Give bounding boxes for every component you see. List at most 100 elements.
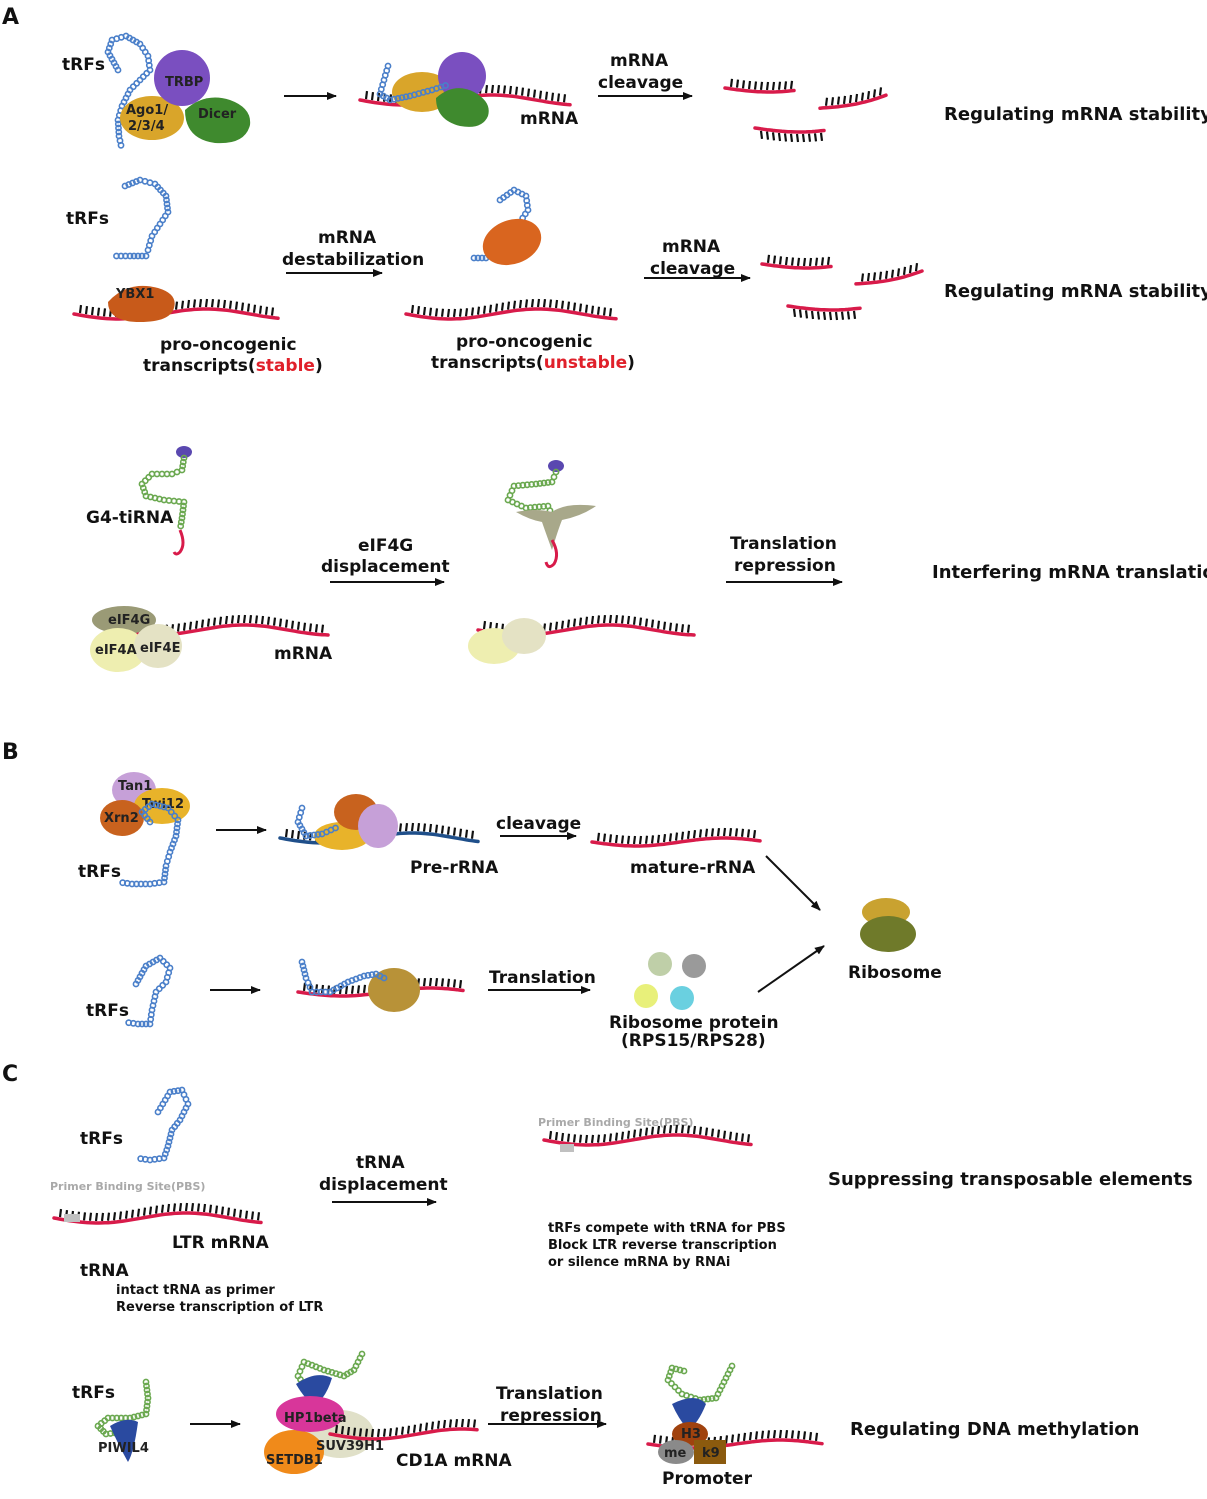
eif4g-label: eIF4G xyxy=(108,613,150,628)
trna-note-2: Reverse transcription of LTR xyxy=(116,1300,323,1315)
stable-line2: transcripts(stable) xyxy=(143,356,323,376)
mrna-label-a1: mRNA xyxy=(520,109,579,129)
trf-strand-a1-bound xyxy=(376,62,449,104)
ago-protein xyxy=(120,96,184,140)
trbp-label: TRBP xyxy=(165,75,203,90)
piwil4-promoter xyxy=(672,1398,706,1430)
ybx1-protein xyxy=(108,285,175,322)
step-a3-1-line1: eIF4G xyxy=(358,536,413,556)
step-c2-line2: repression xyxy=(500,1406,602,1426)
dicer-label: Dicer xyxy=(198,107,237,122)
ribosome-protein-line1: Ribosome protein xyxy=(609,1013,779,1033)
trfs-label-c2: tRFs xyxy=(72,1383,115,1403)
g4-cap-2 xyxy=(548,460,564,472)
step-a2-2-line2: cleavage xyxy=(650,259,735,279)
ago-label: Ago1/ xyxy=(126,103,168,118)
ribosome-large xyxy=(860,916,916,952)
ribosome-label: Ribosome xyxy=(848,963,942,983)
eif4e-label: eIF4E xyxy=(140,641,180,656)
eif4e-protein-2 xyxy=(502,618,546,654)
panel-a-label: A xyxy=(2,5,19,30)
mrna-fragment-a1-1 xyxy=(723,78,796,94)
ribosome-protein-sphere-1 xyxy=(648,952,672,976)
pro-oncogenic-mrna-unstable xyxy=(404,298,618,321)
mrna-label-a3: mRNA xyxy=(274,644,333,664)
tan1-label: Tan1 xyxy=(118,779,152,794)
outcome-a2: Regulating mRNA stability xyxy=(944,281,1207,302)
trf-strand-b2 xyxy=(125,954,174,1028)
eif4g-protein xyxy=(92,606,156,634)
mrna-fragment-a2-1 xyxy=(760,254,833,270)
piwil4-bound xyxy=(296,1375,332,1406)
step-a1-line1: mRNA xyxy=(610,51,669,71)
unstable-line1: pro-oncogenic xyxy=(456,332,593,352)
suv39h1-label: SUV39H1 xyxy=(316,1439,384,1454)
trf-strand-b1-bound xyxy=(294,804,339,840)
step-c1-line2: displacement xyxy=(319,1175,448,1195)
mrna-fragment-a1-3 xyxy=(753,126,826,143)
piwil4-protein xyxy=(110,1419,138,1462)
trf-strand-c2-bound xyxy=(294,1350,366,1390)
trfs-label-b2: tRFs xyxy=(86,1001,129,1021)
ribosome-protein-sphere-2 xyxy=(682,954,706,978)
trf-strand-a1 xyxy=(104,32,154,149)
hp1beta-protein xyxy=(276,1396,344,1432)
pbs-site-right xyxy=(560,1144,574,1152)
pbs-label-right: Primer Binding Site(PBS) xyxy=(538,1116,693,1129)
panel-c-label: C xyxy=(2,1062,18,1087)
eif4g-displaced xyxy=(516,504,596,550)
piwil4-label: PIWIL4 xyxy=(98,1441,149,1456)
ribosome-bound xyxy=(368,968,420,1012)
trna-label: tRNA xyxy=(80,1261,129,1281)
g4-red-tail-2 xyxy=(544,539,559,569)
unstable-line2: transcripts(unstable) xyxy=(431,353,635,373)
trf-strand-b1 xyxy=(119,800,182,888)
ltr-mrna-strand-blocked xyxy=(542,1124,753,1147)
setdb1-protein xyxy=(264,1430,324,1474)
step-a2-1-line1: mRNA xyxy=(318,228,377,248)
tan1-bound xyxy=(358,804,398,848)
step-a1-line2: cleavage xyxy=(598,73,683,93)
mrna-fragment-a1-2 xyxy=(818,87,888,110)
trfs-label-c1: tRFs xyxy=(80,1129,123,1149)
trf-strand-c2-promoter xyxy=(664,1362,736,1404)
trbp-protein xyxy=(154,50,210,106)
trna-note-1: intact tRNA as primer xyxy=(116,1283,275,1298)
ribosome-protein-line2: (RPS15/RPS28) xyxy=(621,1031,766,1051)
pbs-site-left xyxy=(64,1214,80,1222)
ltr-mrna-label: LTR mRNA xyxy=(172,1233,270,1253)
g4-red-tail xyxy=(172,529,185,556)
trf-strand-b2-bound xyxy=(298,958,388,996)
k9-residue xyxy=(694,1440,726,1464)
dicer-protein-2 xyxy=(436,88,489,127)
hp1beta-label: HP1beta xyxy=(284,1411,347,1426)
outcome-c2: Regulating DNA methylation xyxy=(850,1419,1139,1440)
methyl-group xyxy=(658,1440,694,1464)
ltr-mrna-strand xyxy=(52,1202,263,1225)
g4-tirna-strand xyxy=(138,454,188,530)
ybx1-label: YBX1 xyxy=(115,287,154,302)
trbp-protein-2 xyxy=(438,52,486,100)
step-a3-2-line2: repression xyxy=(734,556,836,576)
mrna-fragment-a2-2 xyxy=(854,262,924,286)
trfs-label-b1: tRFs xyxy=(78,862,121,882)
ybx1-protein-free xyxy=(482,218,542,266)
outcome-a1: Regulating mRNA stability xyxy=(944,104,1207,125)
eif4a-label: eIF4A xyxy=(95,643,137,658)
ribosome-protein-sphere-4 xyxy=(670,986,694,1010)
trfs-label-a1: tRFs xyxy=(62,55,105,75)
outcome-c1: Suppressing transposable elements xyxy=(828,1169,1193,1190)
eif4e-protein xyxy=(134,624,182,668)
h3-label: H3 xyxy=(681,1427,701,1442)
eif4a-protein xyxy=(90,628,146,672)
outcome-a3: Interfering mRNA translation xyxy=(932,562,1207,583)
mrna-fragment-a2-3 xyxy=(786,304,862,321)
mature-rrna-strand xyxy=(590,827,762,848)
k9-label: k9 xyxy=(702,1446,720,1461)
xrn2-label: Xrn2 xyxy=(104,811,139,826)
step-a3-2-line1: Translation xyxy=(730,534,837,554)
pre-rrna-label: Pre-rRNA xyxy=(410,858,499,878)
cd1a-mrna-label: CD1A mRNA xyxy=(396,1451,513,1471)
panel-b-label: B xyxy=(2,740,19,765)
